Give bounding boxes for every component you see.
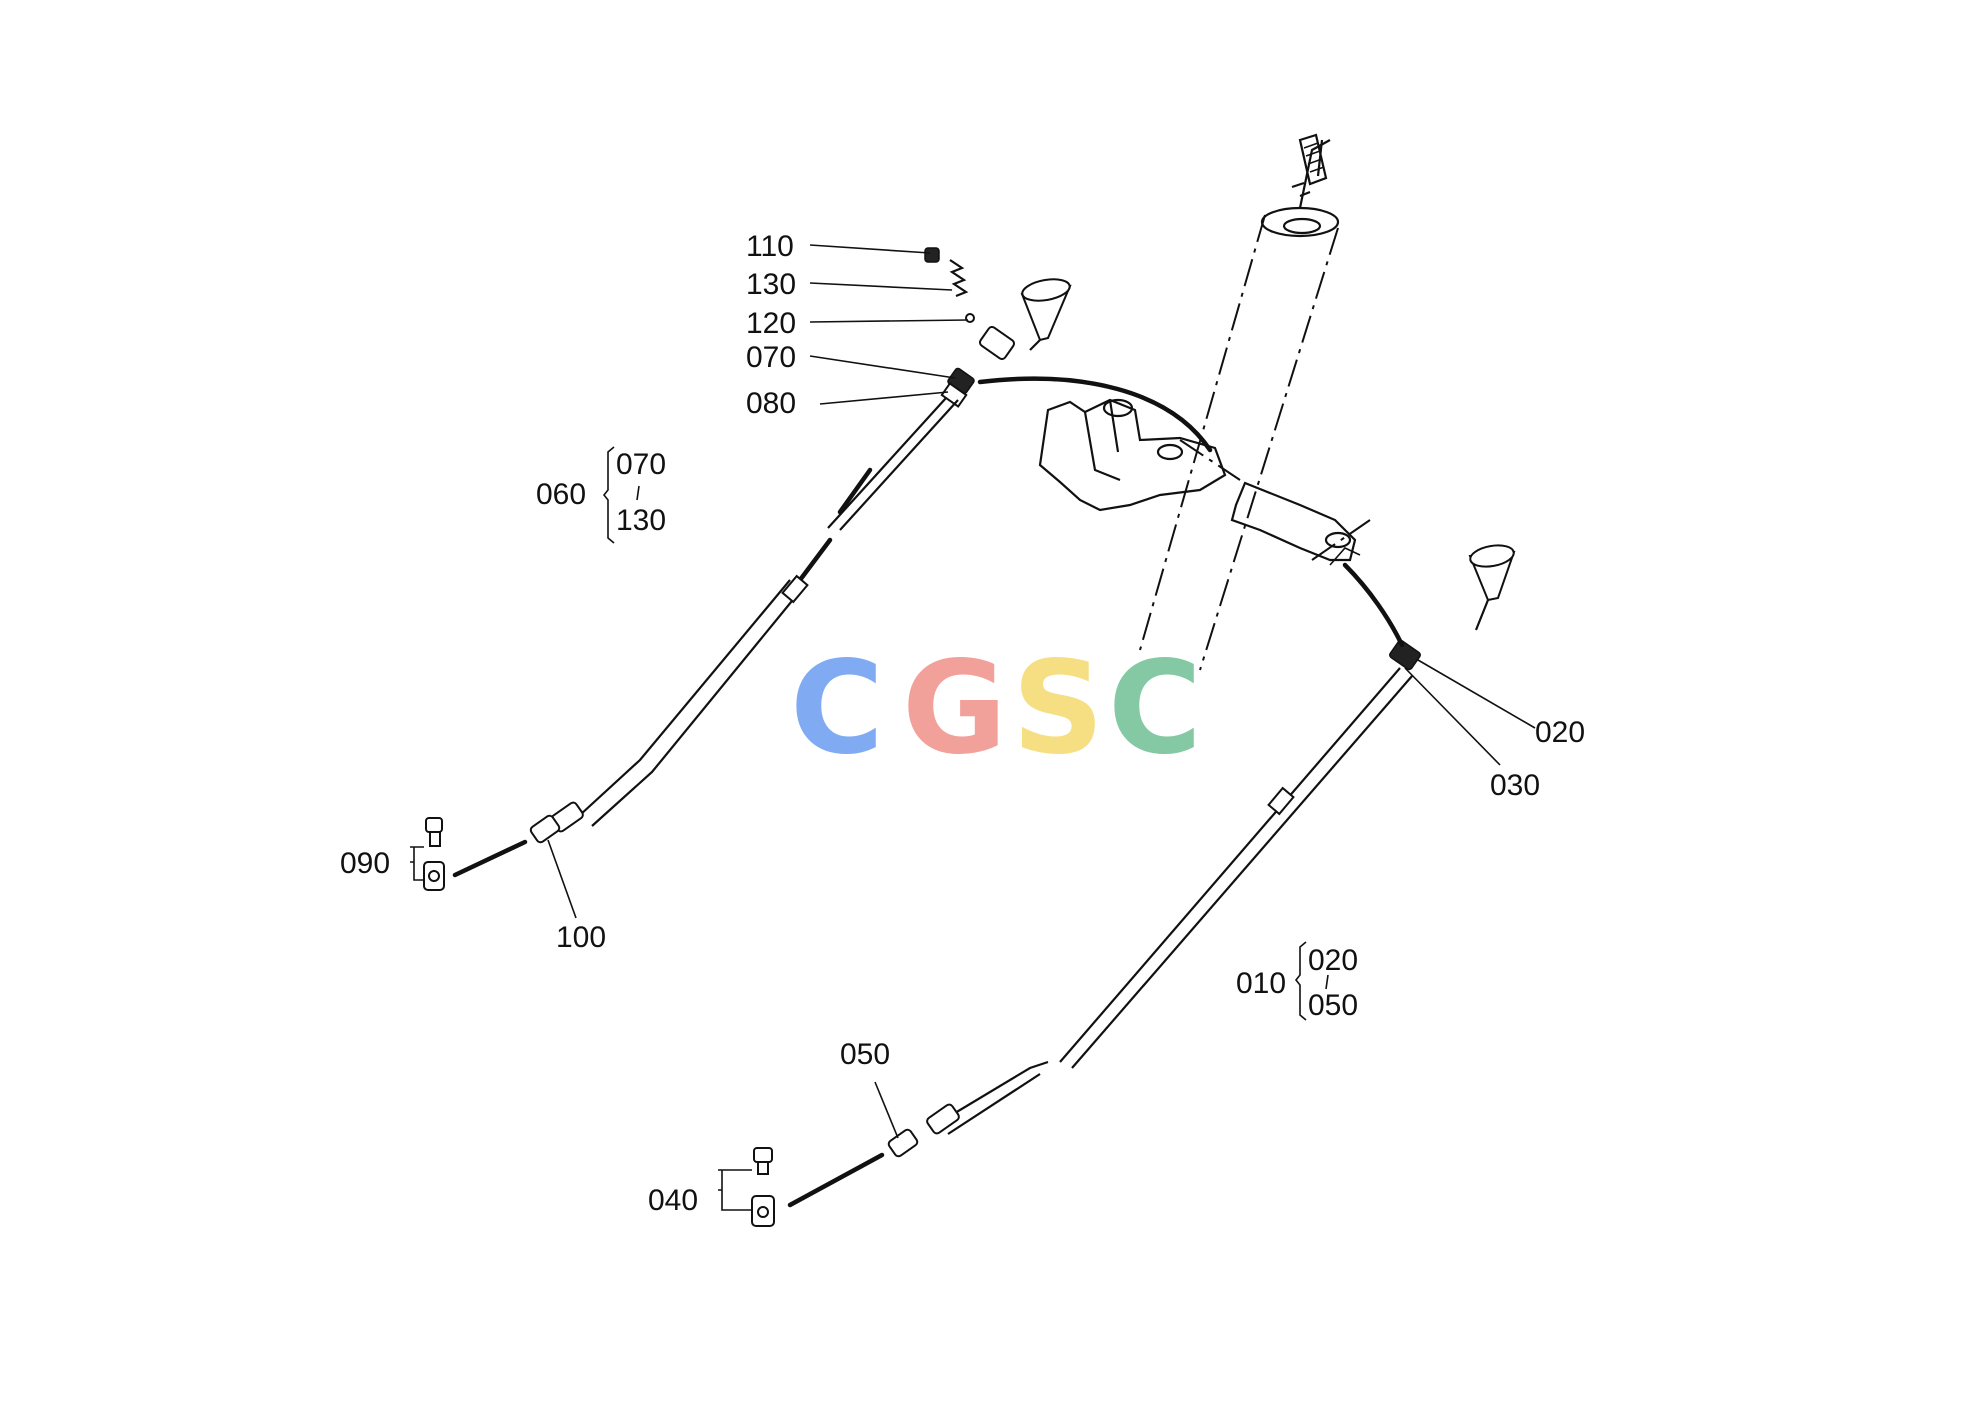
steering-column: [1139, 139, 1340, 671]
splined-shaft: [1291, 133, 1328, 198]
callout-090: 090: [340, 847, 390, 880]
callout-130: 130: [746, 268, 796, 301]
group-range-010-from: 020: [1308, 944, 1358, 977]
group-label-060: 060: [536, 478, 586, 511]
watermark-letter-4: C: [1108, 634, 1202, 783]
callout-030: 030: [1490, 769, 1540, 802]
group-bracket-060: [602, 446, 640, 544]
callout-050: 050: [840, 1038, 890, 1071]
callout-110: 110: [746, 230, 794, 263]
group-label-010: 010: [1236, 967, 1286, 1000]
watermark-logo: C G S C: [790, 634, 1202, 783]
cable-assembly-060: [423, 247, 1213, 891]
group-bracket-010: [1294, 941, 1329, 1021]
callout-070: 070: [746, 341, 796, 374]
callout-080: 080: [746, 387, 796, 420]
cable-assembly-010: [751, 544, 1516, 1227]
mounting-bracket: [1038, 398, 1371, 566]
group-range-010-to: 050: [1308, 989, 1358, 1022]
group-range-060-to: 130: [616, 504, 666, 537]
callout-040: 040: [648, 1184, 698, 1217]
group-range-060-from: 070: [616, 448, 666, 481]
watermark-letter-3: S: [1012, 634, 1104, 783]
callout-100: 100: [556, 921, 606, 954]
watermark-letter-2: G: [902, 634, 1007, 783]
callout-120: 120: [746, 307, 796, 340]
callout-020: 020: [1535, 716, 1585, 749]
leader-lines: [410, 244, 1536, 1211]
watermark-letter-1: C: [790, 634, 884, 783]
